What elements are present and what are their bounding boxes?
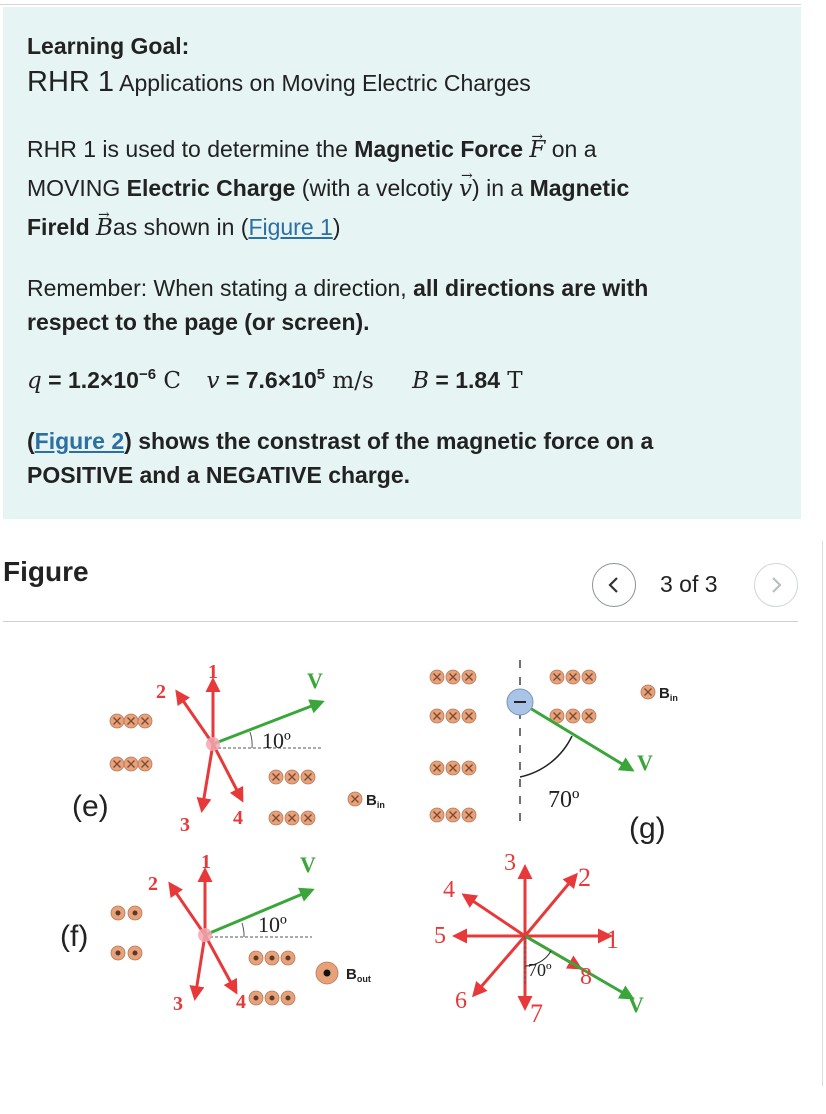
b-in-symbol: B [366,792,377,809]
b-out-symbol: B [346,966,357,983]
intro-text: RHR 1 is used to determine the [27,136,355,162]
chevron-right-icon [772,577,782,593]
force-label-4: 4 [236,991,246,1013]
angle-label-70-bottom: 70º [528,960,552,980]
field-symbol: B [412,368,430,394]
intro-text: as shown in ( [112,214,249,240]
angle-label: 10º [258,912,287,937]
vector-B: →B [96,207,113,241]
remember-bold: respect to the page (or screen). [27,309,370,335]
figure-title: Figure [3,556,89,587]
panel-g: V 70º Bin (g) 1 2 3 4 5 6 7 8 70º V [429,660,678,1028]
learning-goal-panel [3,7,801,519]
panel-f-label: (f) [60,920,88,953]
force-label-2: 2 [156,681,166,703]
field-value: = 1.84 [429,367,500,393]
intro-paragraph: RHR 1 is used to determine the Magnetic … [27,129,630,247]
intro-bold: Magnetic [529,175,630,201]
svg-text:Bout: Bout [346,966,371,984]
intro-text: on a [545,136,597,162]
figure-divider [3,621,798,622]
force-label-2: 2 [148,873,158,895]
charge-exponent: −6 [138,366,157,383]
given-values: q = 1.2×10−6 C v = 7.6×105 m/s B = 1.84 … [27,366,523,394]
intro-text: ) [332,214,341,240]
force-label-1: 1 [208,661,218,683]
velocity-exponent: 5 [316,366,326,383]
force-label-3: 3 [173,993,183,1015]
force-label-4: 4 [443,877,455,903]
force-label-7: 7 [530,999,543,1028]
remember-text: Remember: When stating a direction, [27,275,414,301]
force-label-3: 3 [504,850,516,876]
force-label-6: 6 [455,988,467,1014]
svg-text:Bin: Bin [659,685,678,703]
panel-e: (e) 1 2 3 4 V 10º Bin [72,661,385,836]
learning-goal-heading: Learning Goal: [27,33,190,59]
remember-paragraph: Remember: When stating a direction, all … [27,271,648,339]
charge-unit: C [156,368,181,394]
figure-page-indicator: 3 of 3 [660,571,718,597]
intro-text: (with a velcotiy [295,175,460,201]
figure2-note: (Figure 2) shows the constrast of the ma… [27,424,653,492]
panel-e-label: (e) [72,790,109,823]
figure-2-link[interactable]: Figure 2 [34,428,125,454]
remember-bold: all directions are with [413,275,649,301]
note-bold: ) shows the constrast of the magnetic fo… [124,428,654,454]
learning-goal-subtitle: RHR 1 Applications on Moving Electric Ch… [27,66,531,99]
panel-g-label: (g) [629,812,666,845]
force-label-1: 1 [606,925,619,954]
charge-symbol: q [27,368,42,394]
force-label-8: 8 [580,964,592,990]
intro-bold: Electric Charge [126,175,296,201]
note-bold: POSITIVE and a NEGATIVE charge. [27,462,411,488]
svg-text:Bin: Bin [366,792,385,810]
top-divider [0,4,801,5]
intro-text: ) in a [472,175,530,201]
vector-F: →F [529,129,546,163]
velocity-label: V [307,668,323,693]
b-in-subscript: in [670,693,678,703]
subtitle-rest: Applications on Moving Electric Charges [114,70,531,96]
vector-v: →v [459,168,473,202]
b-in-subscript: in [377,800,385,810]
force-label-2: 2 [578,863,591,892]
rhr-figure-diagram: (e) 1 2 3 4 V 10º Bin (f) 1 [60,660,678,1028]
previous-figure-button[interactable] [592,563,636,607]
intro-bold: Magnetic Force [354,136,523,162]
intro-text: MOVING [27,175,127,201]
force-label-1: 1 [201,851,211,873]
velocity-label: V [300,852,316,877]
next-figure-button[interactable] [754,563,798,607]
panel-f: (f) 1 2 3 4 V 10º Bout [60,851,371,1015]
figure-side-border [822,541,823,1086]
charge-value: = 1.2×10 [41,367,139,393]
subtitle-prefix: RHR 1 [27,66,115,98]
chevron-left-icon [608,577,618,593]
intro-bold: Fireld [27,214,90,240]
force-label-5: 5 [434,923,446,949]
force-label-3: 3 [180,814,190,836]
b-in-symbol: B [659,685,670,702]
angle-label: 10º [262,728,291,753]
b-out-subscript: out [357,974,371,984]
velocity-label: V [637,750,653,775]
angle-label-70: 70º [548,787,580,813]
force-label-4: 4 [233,807,243,829]
note-paren: ( [27,428,35,454]
velocity-value: = 7.6×10 [219,367,317,393]
velocity-symbol: v [206,368,220,394]
velocity-unit: m/s [325,368,374,394]
figure-1-link[interactable]: Figure 1 [248,214,333,240]
velocity-label: V [628,992,644,1017]
field-unit: T [500,368,523,394]
